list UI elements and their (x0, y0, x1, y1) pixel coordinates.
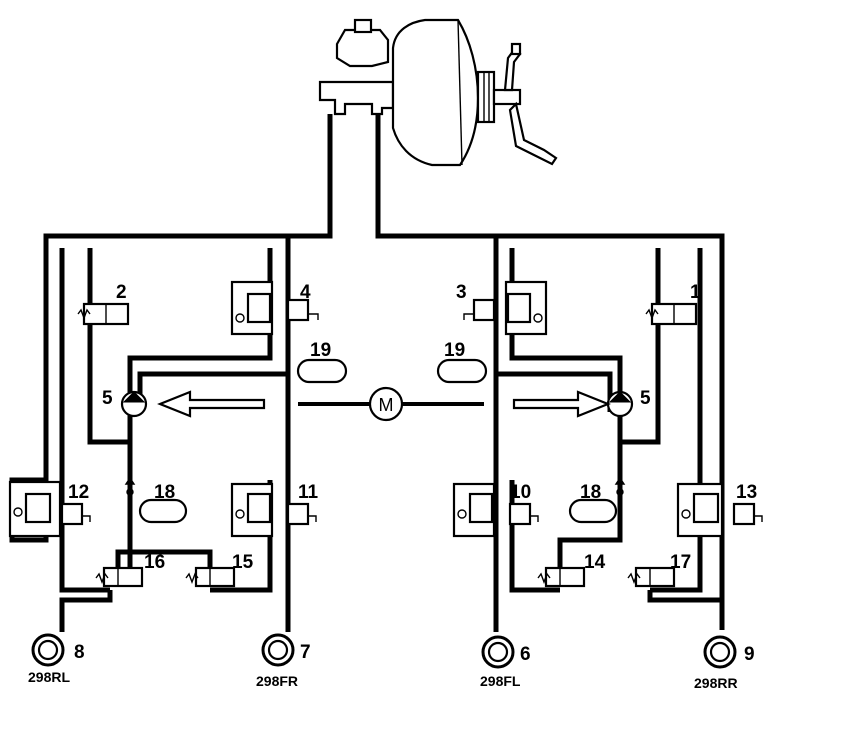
pressure-limiter-rear-left (8, 480, 62, 538)
label-wheel-6: 6 (520, 644, 531, 665)
label-damper-right: 19 (444, 340, 465, 361)
pressure-limiter-mid-left (230, 482, 274, 538)
valve-17 (627, 566, 676, 588)
hydraulic-lines (9, 114, 725, 632)
label-valve-3: 3 (456, 282, 467, 303)
label-damper-left: 19 (310, 340, 331, 361)
valve-11 (286, 502, 317, 526)
check-valve-right (614, 476, 626, 496)
valve-13 (732, 502, 763, 526)
valve-2 (77, 302, 130, 326)
label-valve-2: 2 (116, 282, 127, 303)
valve-14 (537, 566, 586, 588)
flow-arrow-right (512, 390, 611, 418)
wheel-label-fl: 298FL (480, 673, 521, 689)
label-valve-17: 17 (670, 552, 691, 573)
valve-16 (95, 566, 144, 588)
pump-left (120, 390, 148, 418)
label-pump-right: 5 (640, 388, 651, 409)
pump-right (606, 390, 634, 418)
valve-4 (286, 298, 319, 322)
wheel-labels: 298RL 298FR 298FL 298RR (28, 669, 738, 691)
label-valve-11: 11 (298, 482, 319, 503)
label-wheel-7: 7 (300, 642, 311, 663)
motor-label: M (379, 395, 394, 415)
wheel-brake-rear-right (703, 635, 737, 669)
wheel-brake-rear-left (31, 633, 65, 667)
label-valve-14: 14 (584, 552, 606, 573)
valve-10 (508, 502, 539, 526)
brake-booster-master-cylinder (318, 18, 558, 167)
label-wheel-9: 9 (744, 644, 755, 665)
label-accumulator-right: 18 (580, 482, 601, 503)
damper-right (436, 358, 488, 384)
wheel-label-rl: 298RL (28, 669, 70, 685)
valve-15 (185, 566, 236, 588)
damper-left (296, 358, 348, 384)
pump-motor: M (368, 386, 404, 422)
check-valve-left (124, 476, 136, 496)
label-valve-15: 15 (232, 552, 254, 573)
label-pump-left: 5 (102, 388, 113, 409)
pressure-limiter-right-front (504, 280, 548, 336)
wheel-brake-front-left (481, 635, 515, 669)
wheel-brake-front-right (261, 633, 295, 667)
label-valve-13: 13 (736, 482, 757, 503)
label-valve-10: 10 (510, 482, 531, 503)
pressure-limiter-mid-right (452, 482, 496, 538)
pressure-limiter-rear-right (676, 482, 724, 538)
label-accumulator-left: 18 (154, 482, 175, 503)
accumulator-left (138, 498, 188, 524)
label-wheel-8: 8 (74, 642, 85, 663)
label-valve-16: 16 (144, 552, 165, 573)
label-valve-1: 1 (690, 282, 701, 303)
pressure-limiter-left-front (230, 280, 274, 336)
accumulator-right (568, 498, 618, 524)
flow-arrow-left (157, 390, 266, 418)
wheel-label-rr: 298RR (694, 675, 738, 691)
valve-3 (463, 298, 496, 322)
wheel-label-fr: 298FR (256, 673, 298, 689)
component-labels: 1 2 3 4 5 5 19 19 18 18 10 11 12 13 14 1… (68, 282, 757, 665)
valve-1 (645, 302, 698, 326)
valve-12 (60, 502, 91, 526)
label-valve-12: 12 (68, 482, 89, 503)
label-valve-4: 4 (300, 282, 311, 303)
